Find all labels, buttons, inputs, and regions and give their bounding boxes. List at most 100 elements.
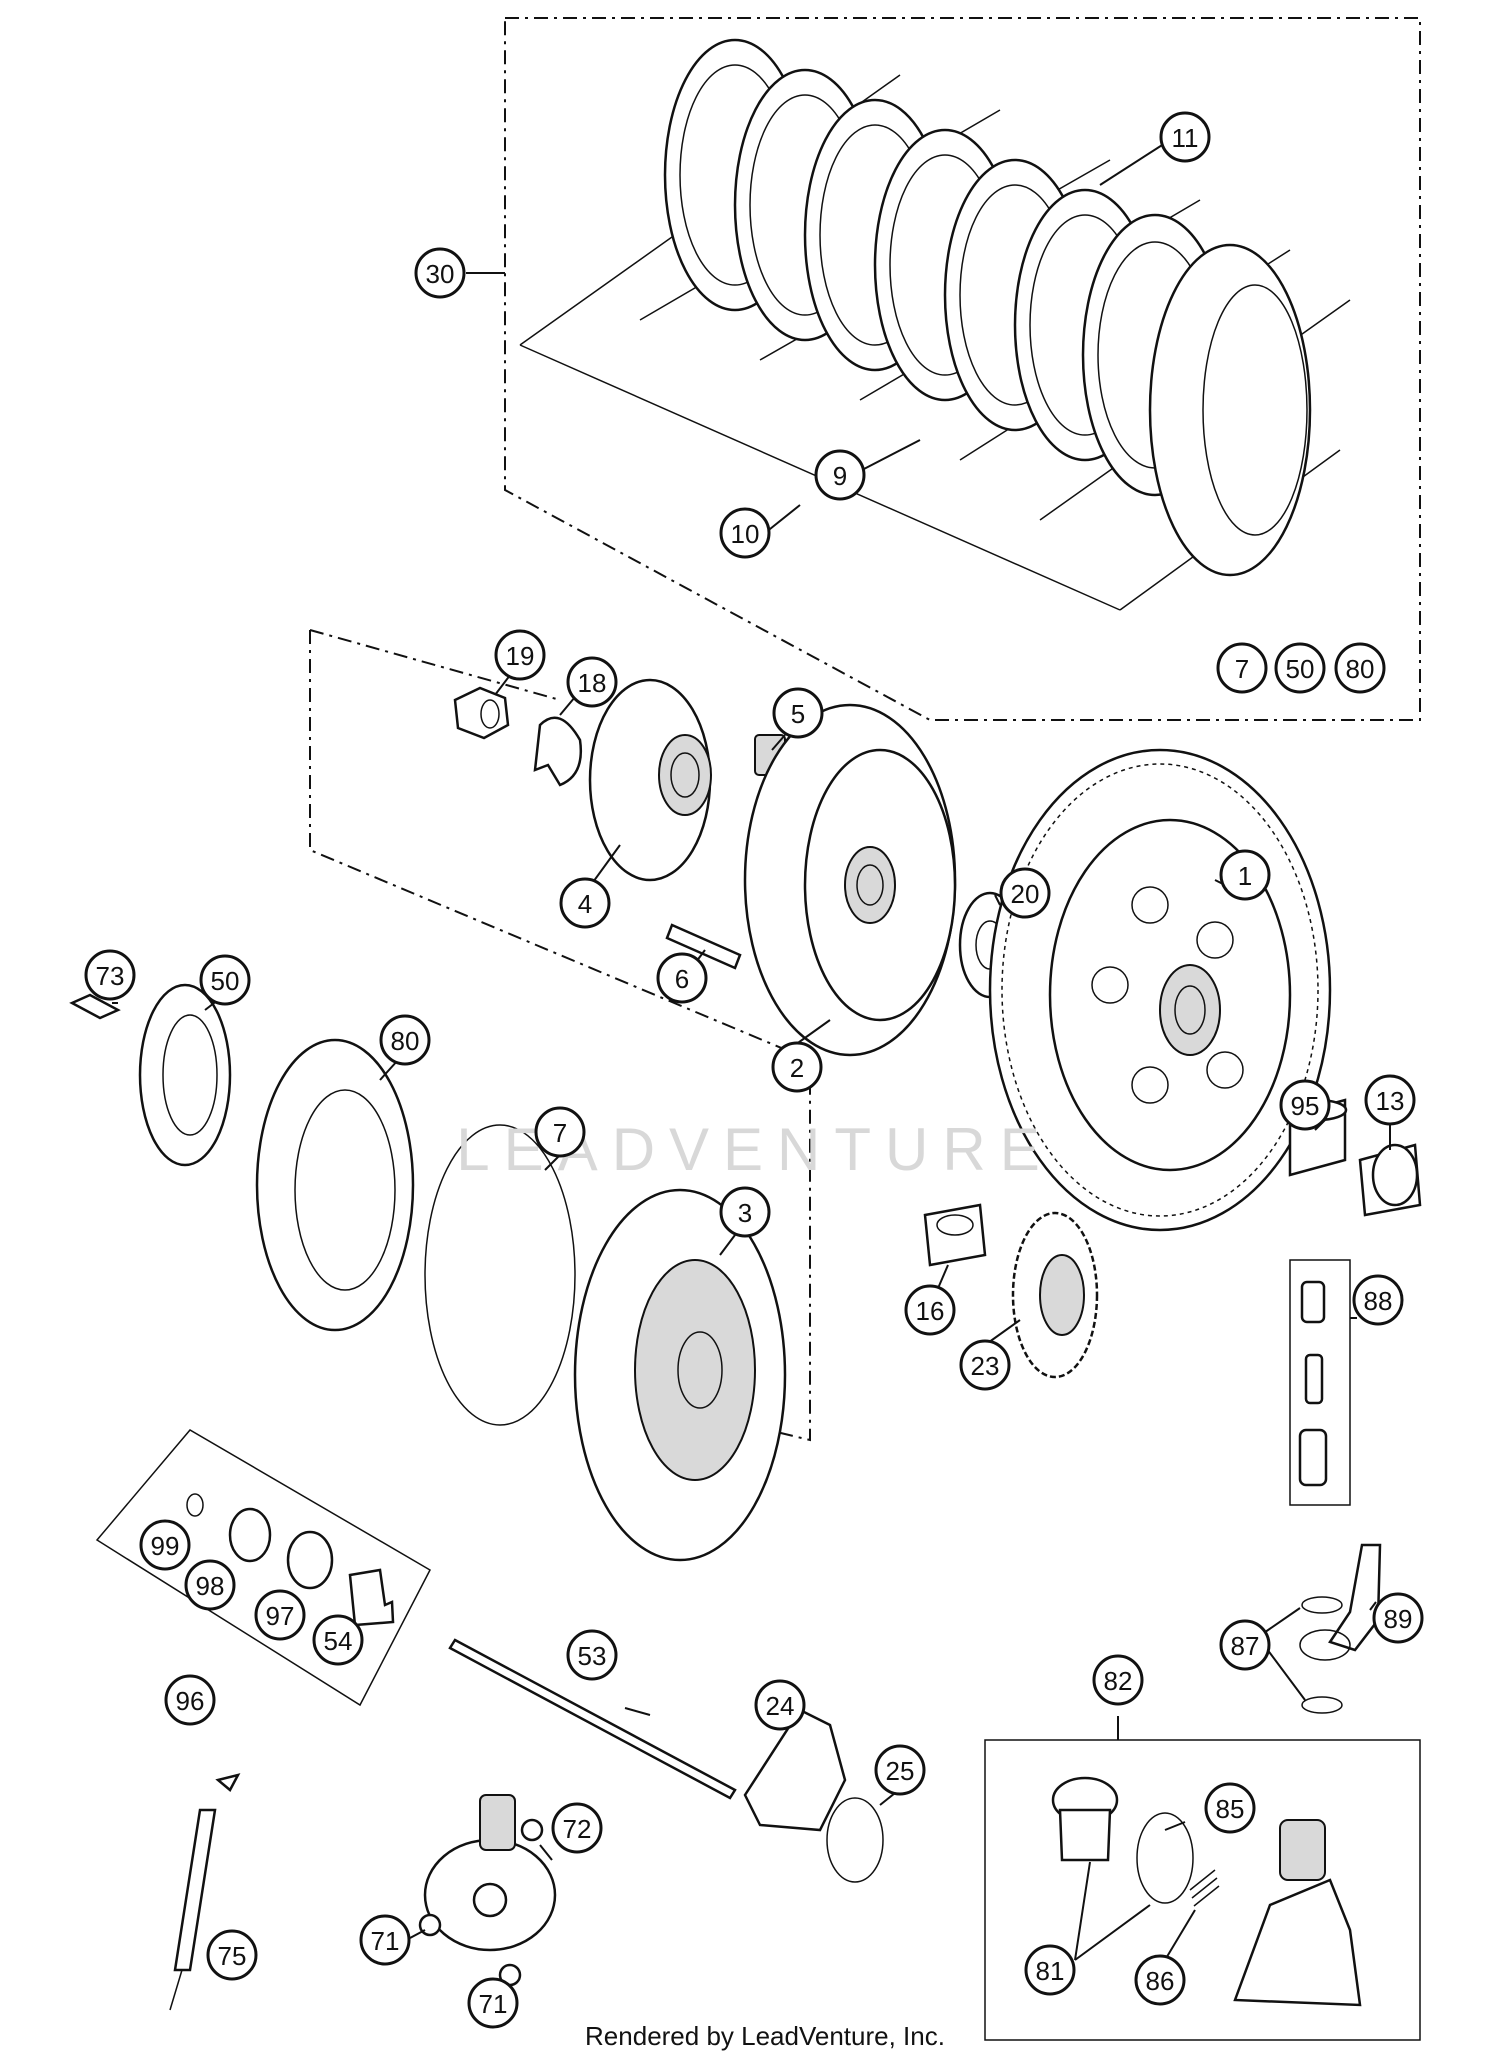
callout-95[interactable]: 95 xyxy=(1279,1079,1331,1131)
callout-86[interactable]: 86 xyxy=(1134,1954,1186,2006)
clutch-disc-stack xyxy=(663,38,1312,577)
callout-71-a[interactable]: 71 xyxy=(359,1914,411,1966)
pressure-plate xyxy=(573,1188,787,1562)
release-kit-outline xyxy=(95,1429,431,1707)
callout-9[interactable]: 9 xyxy=(814,449,866,501)
svg-text:75: 75 xyxy=(218,1941,247,1971)
inner-hub xyxy=(743,703,957,1057)
footer-credit: Rendered by LeadVenture, Inc. xyxy=(585,2021,945,2051)
svg-text:73: 73 xyxy=(96,961,125,991)
svg-text:5: 5 xyxy=(791,699,805,729)
diaphragm-spring xyxy=(138,983,232,1167)
push-rod xyxy=(448,1638,737,1800)
callout-53[interactable]: 53 xyxy=(566,1629,618,1681)
svg-text:53: 53 xyxy=(578,1641,607,1671)
callout-13[interactable]: 13 xyxy=(1364,1074,1416,1126)
seal-ring xyxy=(1136,1812,1194,1904)
callout-11[interactable]: 11 xyxy=(1159,111,1211,163)
svg-text:87: 87 xyxy=(1231,1631,1260,1661)
svg-text:13: 13 xyxy=(1376,1086,1405,1116)
nut xyxy=(453,686,510,740)
callout-16[interactable]: 16 xyxy=(904,1284,956,1336)
callout-99[interactable]: 99 xyxy=(139,1519,191,1571)
callout-kit-50[interactable]: 50 xyxy=(1274,642,1326,694)
bleeder-fittings xyxy=(1298,1280,1328,1487)
svg-text:99: 99 xyxy=(151,1531,180,1561)
svg-text:80: 80 xyxy=(1346,654,1375,684)
svg-text:96: 96 xyxy=(176,1686,205,1716)
svg-text:3: 3 xyxy=(738,1198,752,1228)
svg-text:54: 54 xyxy=(324,1626,353,1656)
callout-18[interactable]: 18 xyxy=(566,656,618,708)
callout-85[interactable]: 85 xyxy=(1204,1782,1256,1834)
svg-text:95: 95 xyxy=(1291,1091,1320,1121)
svg-text:9: 9 xyxy=(833,461,847,491)
svg-text:50: 50 xyxy=(1286,654,1315,684)
svg-text:71: 71 xyxy=(479,1989,508,2019)
callout-7[interactable]: 7 xyxy=(534,1106,586,1158)
callout-1[interactable]: 1 xyxy=(1219,849,1271,901)
svg-text:72: 72 xyxy=(563,1814,592,1844)
grease-syringe xyxy=(169,1773,241,2011)
callout-4[interactable]: 4 xyxy=(559,877,611,929)
svg-text:71: 71 xyxy=(371,1926,400,1956)
svg-text:6: 6 xyxy=(675,964,689,994)
svg-text:82: 82 xyxy=(1104,1666,1133,1696)
svg-text:50: 50 xyxy=(211,966,240,996)
callout-88[interactable]: 88 xyxy=(1352,1274,1404,1326)
callout-89[interactable]: 89 xyxy=(1372,1592,1424,1644)
pressure-piece xyxy=(348,1568,395,1627)
svg-text:19: 19 xyxy=(506,641,535,671)
svg-text:7: 7 xyxy=(1235,654,1249,684)
callout-98[interactable]: 98 xyxy=(184,1559,236,1611)
svg-text:98: 98 xyxy=(196,1571,225,1601)
callout-10[interactable]: 10 xyxy=(719,507,771,559)
disc-kit-group xyxy=(504,17,1421,721)
collar-bushing xyxy=(923,1203,987,1267)
callout-97[interactable]: 97 xyxy=(254,1589,306,1641)
callout-30[interactable]: 30 xyxy=(414,247,466,299)
retaining-ring xyxy=(186,1493,204,1517)
callout-19[interactable]: 19 xyxy=(494,629,546,681)
pressure-cap xyxy=(588,678,712,882)
support-plate xyxy=(255,1038,415,1332)
svg-text:86: 86 xyxy=(1146,1966,1175,1996)
callout-80[interactable]: 80 xyxy=(379,1014,431,1066)
callout-24[interactable]: 24 xyxy=(754,1679,806,1731)
svg-text:24: 24 xyxy=(766,1691,795,1721)
callout-23[interactable]: 23 xyxy=(959,1339,1011,1391)
svg-text:89: 89 xyxy=(1384,1604,1413,1634)
callout-20[interactable]: 20 xyxy=(999,867,1051,919)
callout-82[interactable]: 82 xyxy=(1092,1654,1144,1706)
callout-73[interactable]: 73 xyxy=(84,949,136,1001)
callout-87[interactable]: 87 xyxy=(1219,1619,1271,1671)
callout-71-b[interactable]: 71 xyxy=(467,1977,519,2029)
callout-50[interactable]: 50 xyxy=(199,954,251,1006)
spring xyxy=(1189,1869,1220,1907)
callout-kit-80[interactable]: 80 xyxy=(1334,642,1386,694)
callout-54[interactable]: 54 xyxy=(312,1614,364,1666)
svg-text:18: 18 xyxy=(578,668,607,698)
callout-81[interactable]: 81 xyxy=(1024,1944,1076,1996)
callout-96[interactable]: 96 xyxy=(164,1674,216,1726)
callout-2[interactable]: 2 xyxy=(771,1041,823,1093)
center-dash-top xyxy=(309,629,561,701)
callout-75[interactable]: 75 xyxy=(206,1929,258,1981)
callout-kit-7[interactable]: 7 xyxy=(1216,642,1268,694)
banjo-fitting xyxy=(1299,1543,1382,1714)
slave-cylinder xyxy=(418,1794,557,1987)
svg-text:30: 30 xyxy=(426,259,455,289)
gasket xyxy=(743,1708,847,1832)
callout-5[interactable]: 5 xyxy=(772,687,824,739)
svg-text:10: 10 xyxy=(731,519,760,549)
callout-6[interactable]: 6 xyxy=(656,952,708,1004)
cylinder-housing xyxy=(1233,1819,1362,2007)
svg-text:11: 11 xyxy=(1172,123,1199,153)
svg-text:20: 20 xyxy=(1011,879,1040,909)
callout-25[interactable]: 25 xyxy=(874,1744,926,1796)
fitting-kit-box xyxy=(1289,1259,1351,1506)
svg-text:85: 85 xyxy=(1216,1794,1245,1824)
callout-3[interactable]: 3 xyxy=(719,1186,771,1238)
callout-72[interactable]: 72 xyxy=(551,1802,603,1854)
